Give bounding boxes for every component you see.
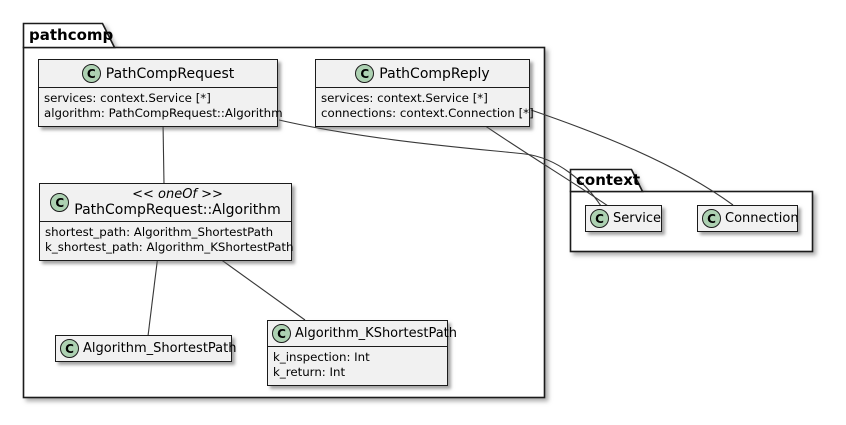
class-pathcompreply-header: C PathCompReply <box>316 60 529 87</box>
class-name: Algorithm_KShortestPath <box>295 326 458 341</box>
attribute: k_shortest_path: Algorithm_KShortestPath <box>45 240 294 254</box>
attribute: services: context.Service [*] <box>44 91 211 105</box>
class-service-header: C Service <box>586 206 661 231</box>
attribute: services: context.Service [*] <box>321 91 488 105</box>
class-pathcompreply: C PathCompReply services: context.Servic… <box>315 59 534 127</box>
class-algorithm-kshortestpath: C Algorithm_KShortestPath k_inspection: … <box>267 320 457 386</box>
package-pathcomp-label: pathcomp <box>29 26 114 44</box>
class-name: PathCompRequest <box>105 65 235 82</box>
class-icon: C <box>590 209 609 228</box>
class-pathcomprequest-header: C PathCompRequest <box>39 60 277 87</box>
class-pathcomprequest-attributes: services: context.Service [*] algorithm:… <box>39 87 283 126</box>
class-service: C Service <box>585 205 662 232</box>
package-context-label: context <box>576 171 641 189</box>
class-name: Connection <box>725 211 799 226</box>
edge-reply-to-service <box>480 122 609 207</box>
class-icon: C <box>81 64 101 83</box>
class-pathcomprequest-algorithm-attributes: shortest_path: Algorithm_ShortestPath k_… <box>40 221 294 260</box>
class-algorithm-shortestpath: C Algorithm_ShortestPath <box>55 335 236 362</box>
edge-algorithm-to-shortestpath <box>147 254 159 337</box>
class-name: PathCompReply <box>379 65 490 82</box>
class-icon: C <box>50 193 70 212</box>
class-name: Algorithm_ShortestPath <box>83 341 237 356</box>
class-algorithm-kshortestpath-header: C Algorithm_KShortestPath <box>268 321 457 346</box>
class-pathcompreply-attributes: services: context.Service [*] connection… <box>316 87 534 126</box>
class-icon: C <box>355 64 375 83</box>
class-name: Service <box>613 211 662 226</box>
class-pathcomprequest: C PathCompRequest services: context.Serv… <box>38 59 283 127</box>
edge-reply-to-connection <box>530 109 734 206</box>
attribute: algorithm: PathCompRequest::Algorithm <box>44 106 283 120</box>
package-context-outline <box>569 168 814 253</box>
class-icon: C <box>702 209 721 228</box>
attribute: k_return: Int <box>273 365 346 379</box>
attribute: connections: context.Connection [*] <box>321 106 534 120</box>
class-algorithm-shortestpath-header: C Algorithm_ShortestPath <box>56 336 236 361</box>
stereotype: << oneOf >> <box>132 187 223 202</box>
class-icon: C <box>60 339 79 358</box>
attribute: k_inspection: Int <box>273 350 370 364</box>
class-pathcomprequest-algorithm: C << oneOf >> PathCompRequest::Algorithm… <box>39 183 294 261</box>
edge-request-to-service <box>278 119 602 207</box>
edge-algorithm-to-kshortestpath <box>215 255 306 321</box>
class-pathcomprequest-algorithm-header: C << oneOf >> PathCompRequest::Algorithm <box>40 184 291 221</box>
edge-request-to-algorithm <box>162 121 165 185</box>
class-icon: C <box>272 324 291 343</box>
attribute: shortest_path: Algorithm_ShortestPath <box>45 225 274 239</box>
class-connection: C Connection <box>697 205 799 232</box>
class-connection-header: C Connection <box>698 206 799 231</box>
class-name: PathCompRequest::Algorithm <box>74 202 281 218</box>
class-algorithm-kshortestpath-attributes: k_inspection: Int k_return: Int <box>268 346 447 385</box>
